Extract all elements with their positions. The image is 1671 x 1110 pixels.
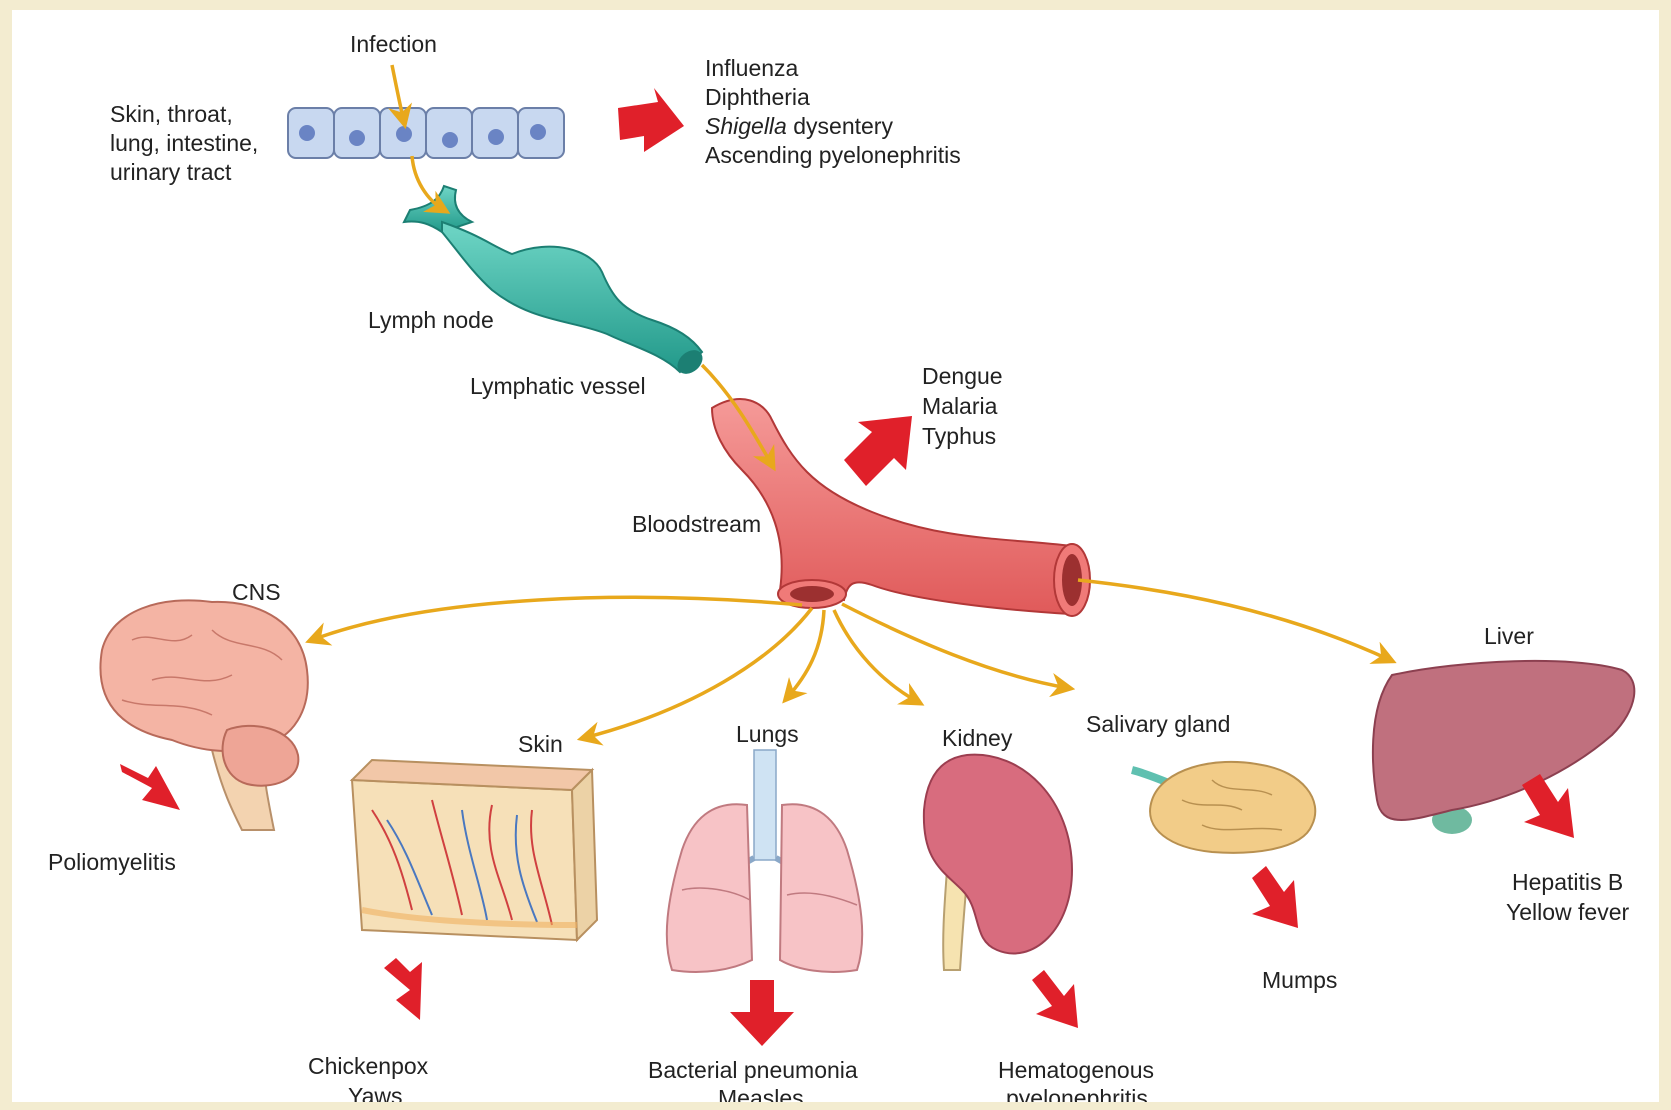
lungs-disease-measles: Measles — [718, 1085, 804, 1102]
blood-to-skin-arrow — [584, 608, 812, 738]
lymphatic-vessel-label: Lymphatic vessel — [470, 373, 646, 399]
skin-label: Skin — [518, 731, 563, 757]
liver-label: Liver — [1484, 623, 1534, 649]
liver-illustration — [1373, 661, 1634, 834]
liver-disease-red-arrow — [1522, 774, 1574, 838]
lungs-label: Lungs — [736, 721, 799, 747]
skin-illustration — [352, 760, 597, 940]
kidney-disease-red-arrow — [1032, 970, 1078, 1028]
cns-disease-poliomyelitis: Poliomyelitis — [48, 849, 176, 875]
bloodstream-label: Bloodstream — [632, 511, 761, 537]
sites-line-1: Skin, throat, — [110, 101, 233, 127]
kidney-label: Kidney — [942, 725, 1013, 751]
lungs-disease-bacterial-pneumonia: Bacterial pneumonia — [648, 1057, 858, 1083]
liver-disease-yellow-fever: Yellow fever — [1506, 899, 1630, 925]
local-disease-diphtheria: Diphtheria — [705, 84, 810, 110]
salivary-gland-label: Salivary gland — [1086, 711, 1230, 737]
blood-to-cns-arrow — [312, 597, 802, 640]
brain-illustration — [100, 600, 307, 830]
lymph-node-vessel — [404, 186, 707, 379]
blood-to-salivary-arrow — [842, 604, 1068, 688]
kidney-disease-line-2: pyelonephritis — [1006, 1085, 1148, 1102]
kidney-disease-line-1: Hematogenous — [998, 1057, 1154, 1083]
local-disease-influenza: Influenza — [705, 55, 799, 81]
diagram-frame: Infection Skin, throat, lung, intestine,… — [12, 10, 1659, 1102]
local-disease-red-arrow — [618, 88, 684, 152]
salivary-disease-red-arrow — [1252, 866, 1298, 928]
cns-label: CNS — [232, 579, 281, 605]
lungs-disease-red-arrow — [730, 980, 794, 1046]
blood-to-lungs-arrow — [787, 610, 824, 698]
liver-disease-hepatitis-b: Hepatitis B — [1512, 869, 1623, 895]
local-disease-pyelonephritis: Ascending pyelonephritis — [705, 142, 961, 168]
lungs-illustration — [667, 750, 862, 972]
shigella-italic: Shigella — [705, 113, 787, 139]
blood-disease-dengue: Dengue — [922, 363, 1003, 389]
blood-disease-typhus: Typhus — [922, 423, 996, 449]
skin-disease-red-arrow — [384, 958, 422, 1020]
sites-line-2: lung, intestine, — [110, 130, 258, 156]
salivary-gland-illustration — [1132, 762, 1315, 853]
cns-disease-red-arrow — [120, 764, 180, 810]
sites-line-3: urinary tract — [110, 159, 232, 185]
blood-to-kidney-arrow — [834, 610, 918, 702]
pathogen-spread-diagram: Infection Skin, throat, lung, intestine,… — [12, 10, 1659, 1102]
salivary-disease-mumps: Mumps — [1262, 967, 1337, 993]
kidney-illustration — [924, 755, 1072, 970]
skin-disease-yaws: Yaws — [348, 1083, 403, 1102]
local-disease-shigella: Shigella dysentery — [705, 113, 893, 139]
lymph-node-label: Lymph node — [368, 307, 494, 333]
blood-disease-red-arrow — [844, 416, 912, 486]
blood-to-liver-arrow — [1078, 580, 1390, 660]
infection-label: Infection — [350, 31, 437, 57]
blood-disease-malaria: Malaria — [922, 393, 998, 419]
epithelium-cells — [288, 108, 564, 158]
skin-disease-chickenpox: Chickenpox — [308, 1053, 429, 1079]
shigella-rest: dysentery — [787, 113, 894, 139]
